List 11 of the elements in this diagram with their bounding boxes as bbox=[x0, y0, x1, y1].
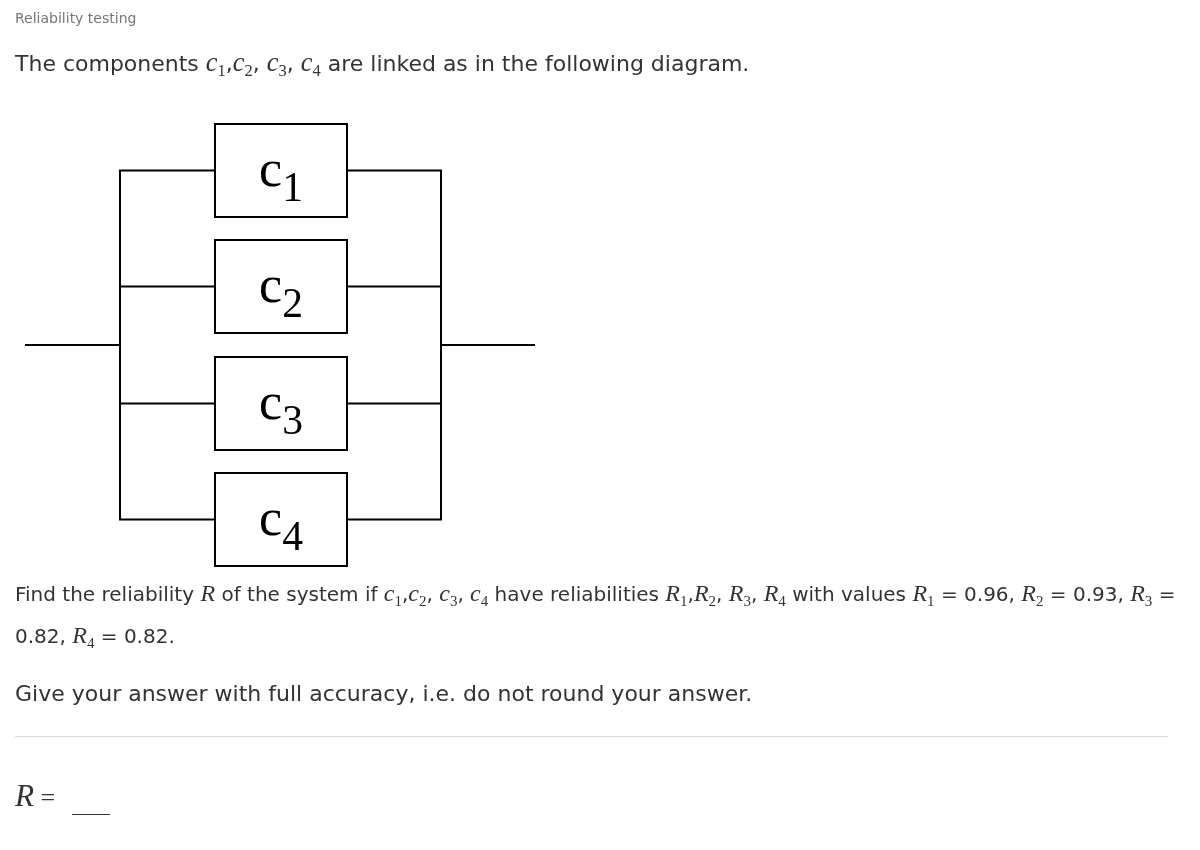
instruction-text: Give your answer with full accuracy, i.e. do not round your answer. bbox=[15, 680, 753, 708]
page-title: Reliability testing bbox=[15, 10, 137, 26]
connector-line bbox=[347, 344, 536, 521]
component-box: c$_{1}$ bbox=[214, 123, 348, 218]
component-box: c$_{2}$ bbox=[214, 239, 348, 334]
component-box: c$_{4}$ bbox=[214, 472, 348, 567]
component-box: c$_{3}$ bbox=[214, 356, 348, 451]
question-text: Find the reliability R of the system if c$_{1}$,c$_{2}$, c$_{3}$, c$_{4}$ have reliabilities R$_{1}$,R$_{2}$, R$_{3}$, R$_{4}$ with values R$_{1}$ = 0.96, R$_{2}$ = 0.93, R$_{3}$ = 0.82, R$_{4}$ = 0.82. bbox=[15, 579, 1177, 653]
question-text: The components c$_{1}$,c$_{2}$, c$_{3}$, c$_{4}$ are linked as in the following diagram. bbox=[15, 47, 750, 83]
connector-line bbox=[24, 344, 215, 521]
answer-label: R = bbox=[15, 778, 56, 815]
